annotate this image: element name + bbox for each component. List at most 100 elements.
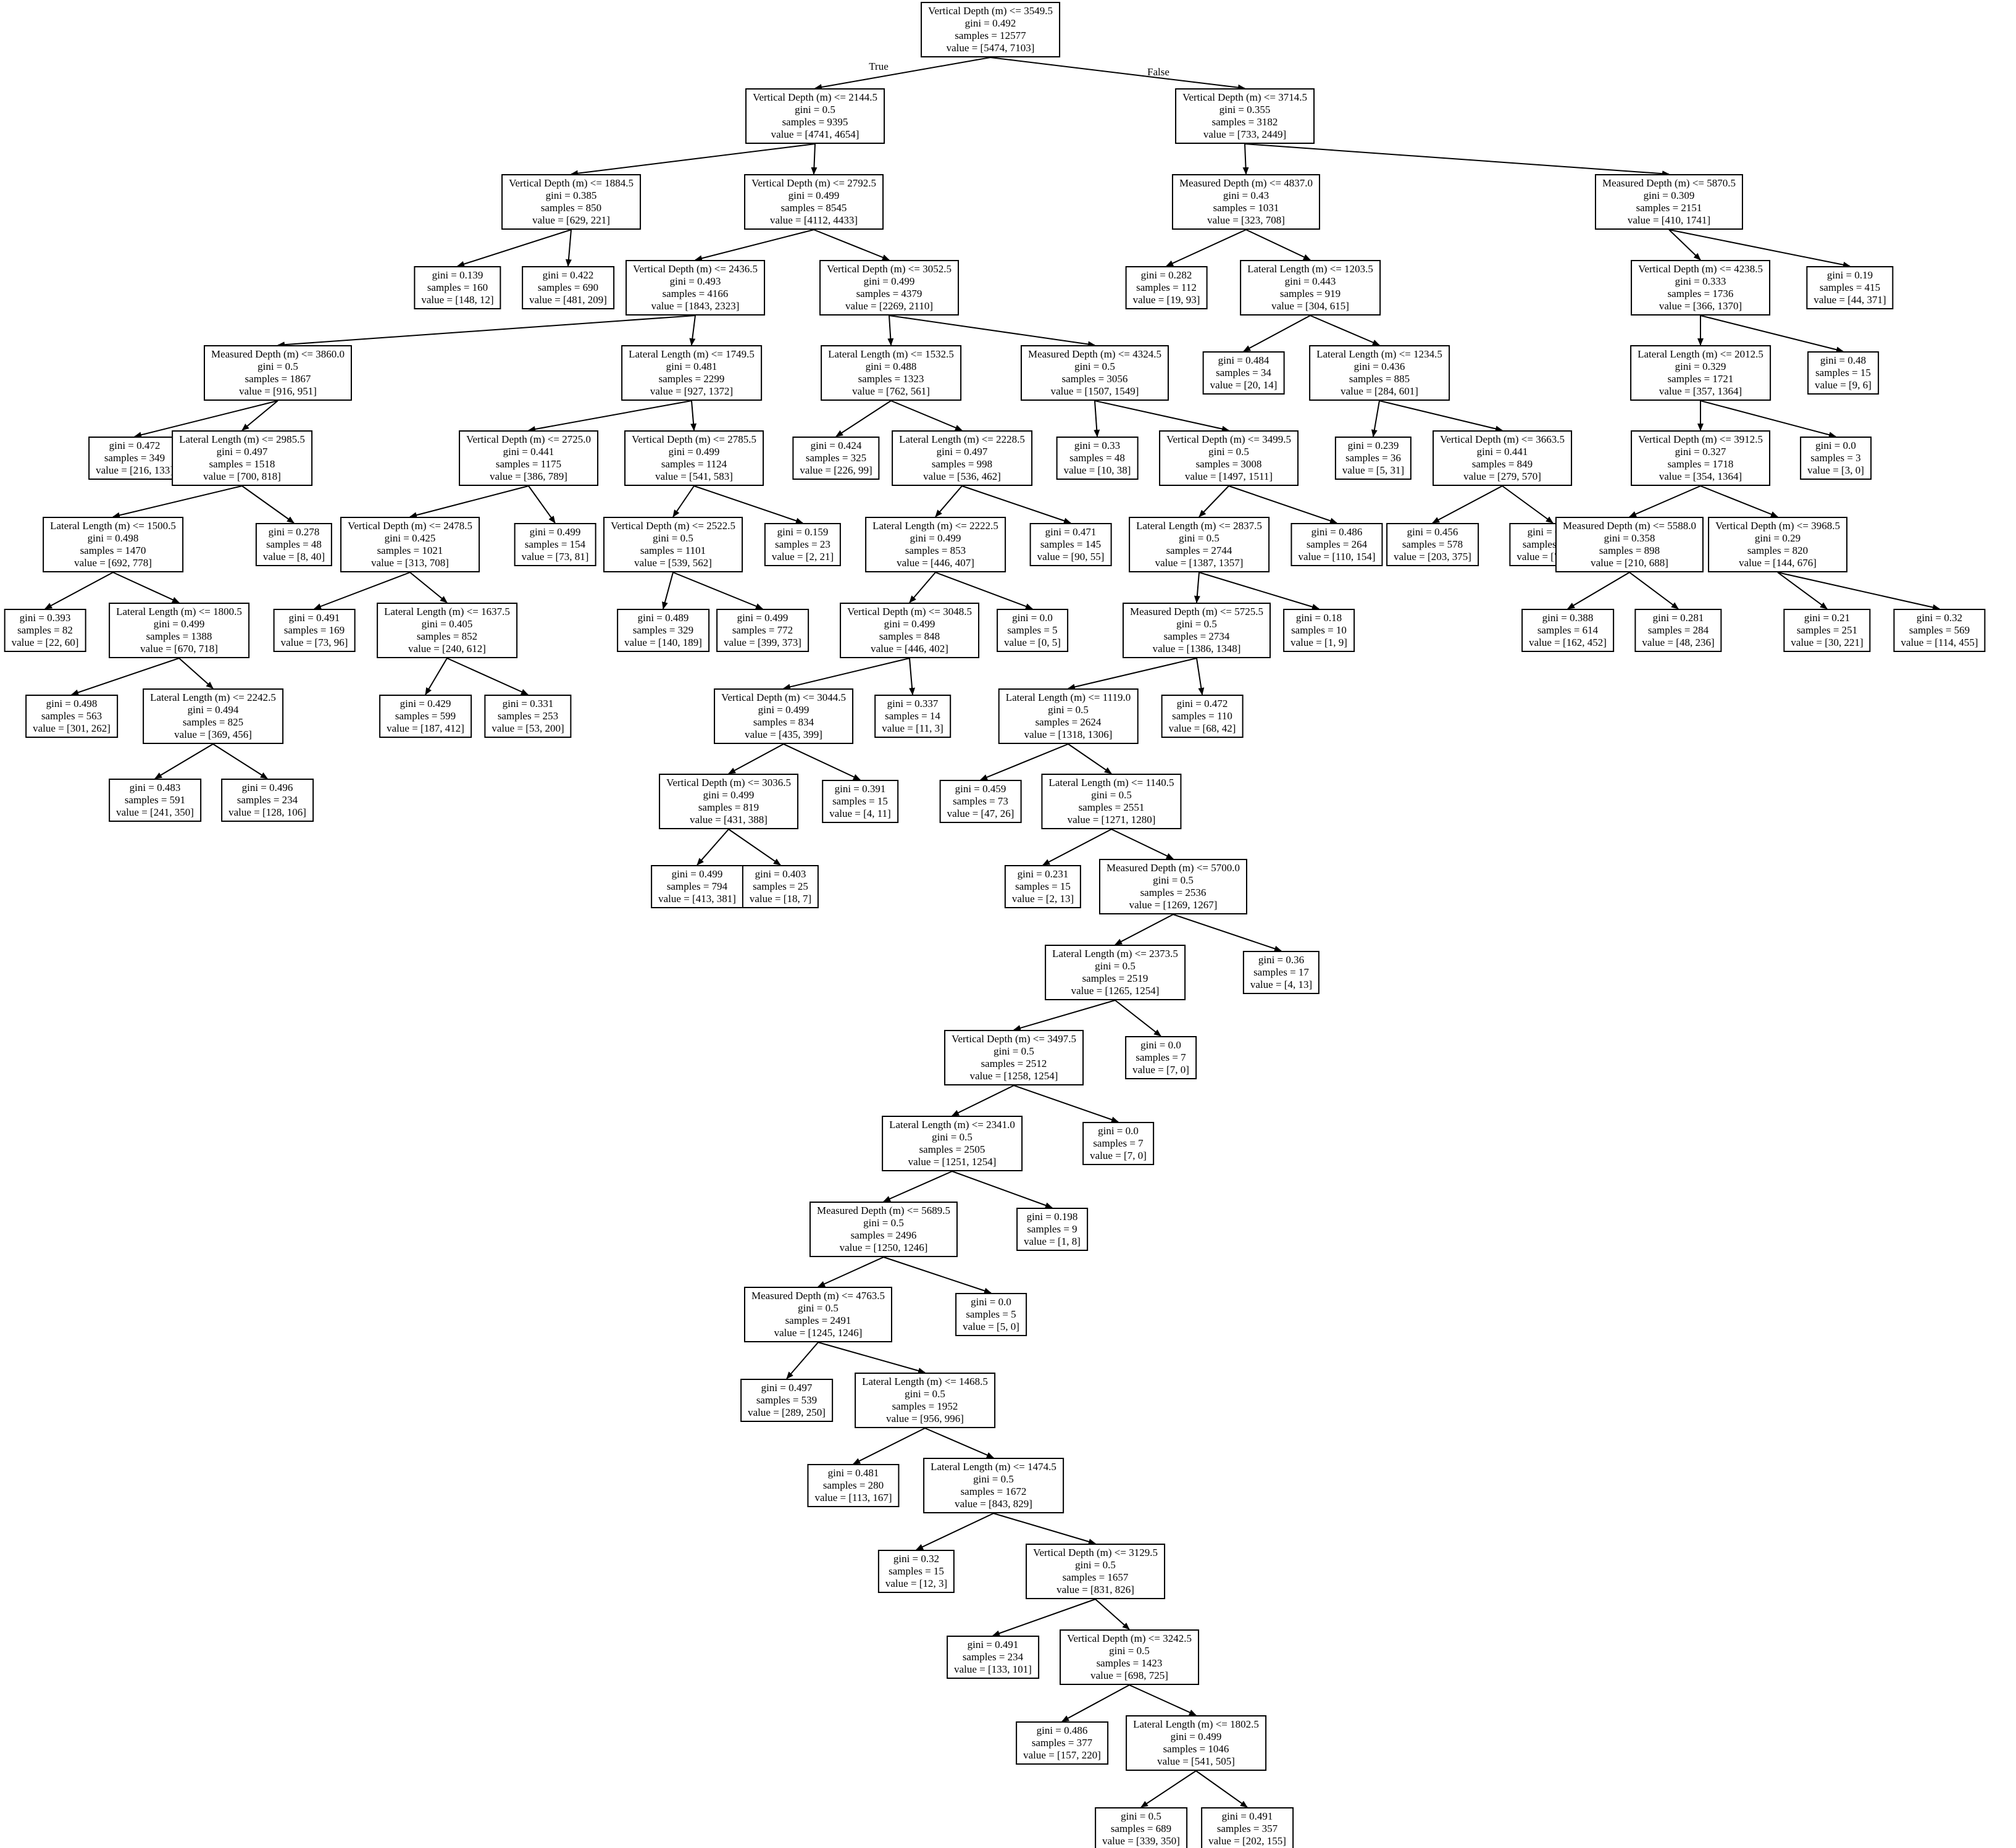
tree-edge [835, 400, 892, 437]
tree-edge [1115, 1000, 1161, 1037]
node-text-line: samples = 1672 [960, 1486, 1027, 1497]
node-text-line: value = [7, 0] [1132, 1064, 1189, 1076]
node-text-line: Vertical Depth (m) <= 2478.5 [348, 520, 472, 532]
node-text-line: value = [144, 676] [1739, 557, 1817, 569]
node-text-line: gini = 0.333 [1675, 275, 1726, 287]
node-text-line: Measured Depth (m) <= 5725.5 [1129, 606, 1264, 617]
node-text-line: samples = 1101 [640, 545, 706, 556]
tree-edge [813, 229, 890, 261]
node-text-line: value = [5474, 7103] [946, 42, 1035, 54]
node-text-line: gini = 0.5 [653, 532, 693, 544]
node-text-line: value = [2, 21] [771, 551, 834, 562]
node-text-line: samples = 10 [1291, 624, 1347, 636]
node-text-line: Lateral Length (m) <= 1474.5 [931, 1461, 1056, 1473]
node-text-line: value = [203, 375] [1394, 551, 1471, 562]
node-text-line: value = [413, 381] [658, 893, 736, 905]
tree-edge [961, 485, 1071, 524]
node-text-line: Measured Depth (m) <= 5588.0 [1562, 520, 1697, 532]
tree-edge [1094, 400, 1100, 437]
node-text-line: value = [1843, 2323] [651, 300, 740, 312]
node-text-line: gini = 0.358 [1604, 532, 1655, 544]
node-text-line: value = [90, 55] [1037, 551, 1105, 562]
node-text-line: Vertical Depth (m) <= 3129.5 [1033, 1547, 1158, 1558]
node-text-line: Vertical Depth (m) <= 3044.5 [721, 692, 846, 703]
node-text-line: value = [240, 612] [408, 643, 486, 654]
node-text-line: Vertical Depth (m) <= 2785.5 [632, 433, 756, 445]
node-text-line: gini = 0.436 [1353, 361, 1405, 372]
node-text-line: samples = 2734 [1163, 630, 1230, 642]
tree-edge [728, 743, 784, 774]
node-text-line: value = [4, 13] [1250, 979, 1313, 990]
node-text-line: gini = 0.21 [1804, 612, 1851, 624]
tree-edge [924, 1428, 994, 1458]
tree-edge [277, 315, 696, 348]
node-text-line: value = [700, 818] [203, 470, 281, 482]
node-text-line: samples = 3182 [1211, 116, 1278, 128]
node-text-line: gini = 0.159 [777, 526, 829, 538]
node-text-line: value = [12, 3] [885, 1578, 948, 1589]
tree-edge [1245, 229, 1311, 261]
node-text-line: samples = 1323 [858, 373, 924, 385]
node-text-line: gini = 0.393 [19, 612, 71, 624]
node-text-line: value = [339, 350] [1102, 1835, 1180, 1847]
node-text-line: samples = 1423 [1096, 1657, 1163, 1669]
node-text-line: samples = 357 [1216, 1823, 1278, 1834]
node-text-line: samples = 825 [182, 716, 244, 728]
node-text-line: gini = 0.486 [1036, 1725, 1088, 1736]
node-text-line: value = [148, 12] [421, 294, 494, 306]
node-text-line: samples = 2536 [1140, 887, 1207, 898]
node-text-line: value = [1245, 1246] [774, 1327, 863, 1339]
node-text-line: samples = 885 [1349, 373, 1410, 385]
tree-edge [1243, 315, 1311, 352]
node-text-line: samples = 563 [41, 710, 102, 722]
node-text-line: value = [386, 789] [490, 470, 567, 482]
node-text-line: gini = 0.497 [216, 446, 268, 458]
tree-edge [409, 485, 529, 519]
tree-edge [1194, 572, 1200, 603]
node-text-line: samples = 15 [889, 1565, 944, 1577]
node-text-line: value = [68, 42] [1168, 722, 1236, 734]
node-text-line: gini = 0.231 [1017, 868, 1069, 880]
tree-edge [241, 400, 278, 431]
tree-edge [1629, 485, 1701, 517]
node-text-line: samples = 614 [1537, 624, 1599, 636]
node-text-line: value = [202, 155] [1208, 1835, 1286, 1847]
node-text-line: value = [481, 209] [529, 294, 607, 306]
node-text-line: samples = 110 [1172, 710, 1232, 722]
tree-edge [212, 743, 268, 779]
node-text-line: gini = 0.331 [502, 698, 554, 709]
node-text-line: gini = 0.491 [967, 1639, 1019, 1650]
node-text-line: samples = 4166 [662, 288, 729, 299]
node-text-line: samples = 7 [1093, 1137, 1144, 1149]
node-text-line: samples = 1031 [1213, 202, 1279, 214]
tree-edge [1095, 1599, 1130, 1630]
node-text-line: Lateral Length (m) <= 2242.5 [150, 692, 276, 703]
edge-label-true: True [869, 61, 889, 72]
tree-edge [672, 572, 763, 609]
node-text-line: value = [11, 3] [882, 722, 943, 734]
node-text-line: value = [1269, 1267] [1129, 899, 1218, 911]
tree-edge [990, 57, 1245, 91]
node-text-line: samples = 852 [416, 630, 478, 642]
tree-edge [786, 1342, 819, 1379]
node-text-line: Vertical Depth (m) <= 2436.5 [633, 263, 758, 275]
node-text-line: Lateral Length (m) <= 1119.0 [1005, 692, 1131, 703]
tree-edge [1068, 658, 1197, 690]
node-text-line: gini = 0.499 [884, 618, 935, 630]
node-text-line: samples = 112 [1136, 282, 1197, 293]
